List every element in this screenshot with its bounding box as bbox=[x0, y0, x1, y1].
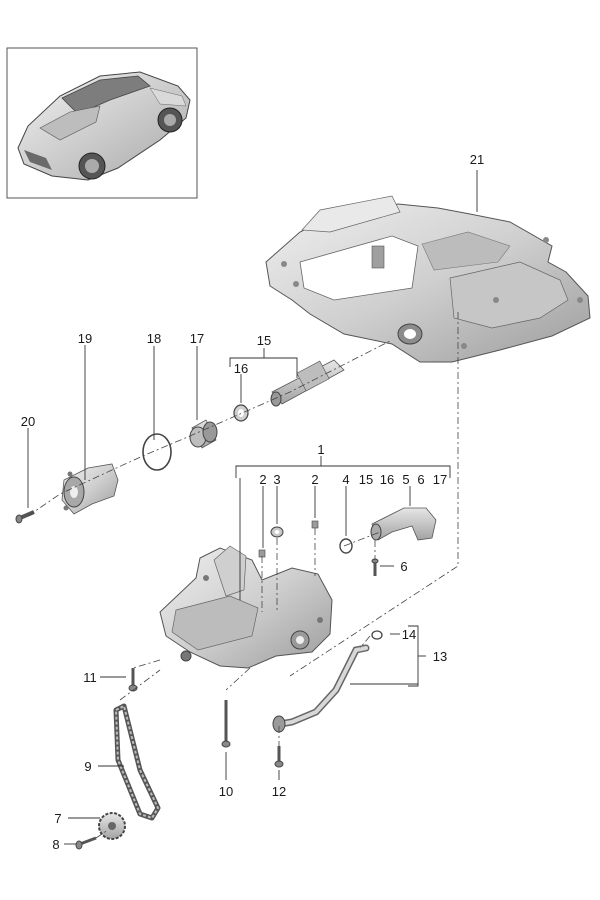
porsche-911-car-icon bbox=[17, 71, 191, 181]
callout-16-lower: 16 bbox=[380, 472, 394, 487]
vehicle-thumbnail bbox=[6, 47, 198, 199]
drive-shaft-part bbox=[270, 359, 345, 407]
bolt-11 bbox=[128, 668, 138, 692]
oil-pan-housing bbox=[265, 195, 591, 363]
bolt-10 bbox=[221, 700, 231, 748]
flange-cover-part bbox=[61, 463, 119, 515]
callout-7: 7 bbox=[54, 811, 61, 826]
drive-chain bbox=[113, 703, 161, 821]
oil-pump-assembly bbox=[159, 545, 333, 669]
callout-18: 18 bbox=[147, 331, 161, 346]
leader-lines bbox=[27, 170, 478, 845]
callout-17-lower: 17 bbox=[433, 472, 447, 487]
callout-2-right: 2 bbox=[311, 472, 318, 487]
bolt-8 bbox=[75, 836, 97, 850]
callout-11: 11 bbox=[83, 670, 97, 685]
callout-12: 12 bbox=[272, 784, 286, 799]
callout-3: 3 bbox=[273, 472, 280, 487]
callout-9: 9 bbox=[84, 759, 91, 774]
callout-6: 6 bbox=[400, 559, 407, 574]
callout-19: 19 bbox=[78, 331, 92, 346]
callout-1: 1 bbox=[317, 442, 324, 457]
callout-2-left: 2 bbox=[259, 472, 266, 487]
seal-ring-14 bbox=[371, 630, 383, 640]
small-parts-2-3 bbox=[258, 520, 319, 558]
callout-5: 5 bbox=[402, 472, 409, 487]
screw-6 bbox=[371, 558, 379, 576]
callout-8: 8 bbox=[52, 837, 59, 852]
bolt-12 bbox=[274, 746, 284, 768]
callout-labels: 21 19 18 17 15 16 20 1 2 3 2 4 15 16 5 6… bbox=[21, 152, 484, 852]
callout-17-upper: 17 bbox=[190, 331, 204, 346]
callout-10: 10 bbox=[219, 784, 233, 799]
callout-6-top: 6 bbox=[417, 472, 424, 487]
seal-ring-4 bbox=[339, 538, 353, 554]
callout-16-upper: 16 bbox=[234, 361, 248, 376]
oil-pipe-elbow bbox=[370, 507, 437, 541]
callout-15-upper: 15 bbox=[257, 333, 271, 348]
callout-20: 20 bbox=[21, 414, 35, 429]
callout-13: 13 bbox=[433, 649, 447, 664]
callout-14: 14 bbox=[402, 627, 416, 642]
bushing-part bbox=[189, 419, 218, 449]
sprocket-gear bbox=[98, 812, 126, 840]
alignment-lines bbox=[27, 312, 459, 839]
seal-ring-upper bbox=[233, 404, 249, 422]
o-ring-part bbox=[142, 433, 172, 471]
callout-21: 21 bbox=[470, 152, 484, 167]
callout-4: 4 bbox=[342, 472, 349, 487]
callout-15-lower: 15 bbox=[359, 472, 373, 487]
oil-return-pipe bbox=[272, 644, 370, 733]
